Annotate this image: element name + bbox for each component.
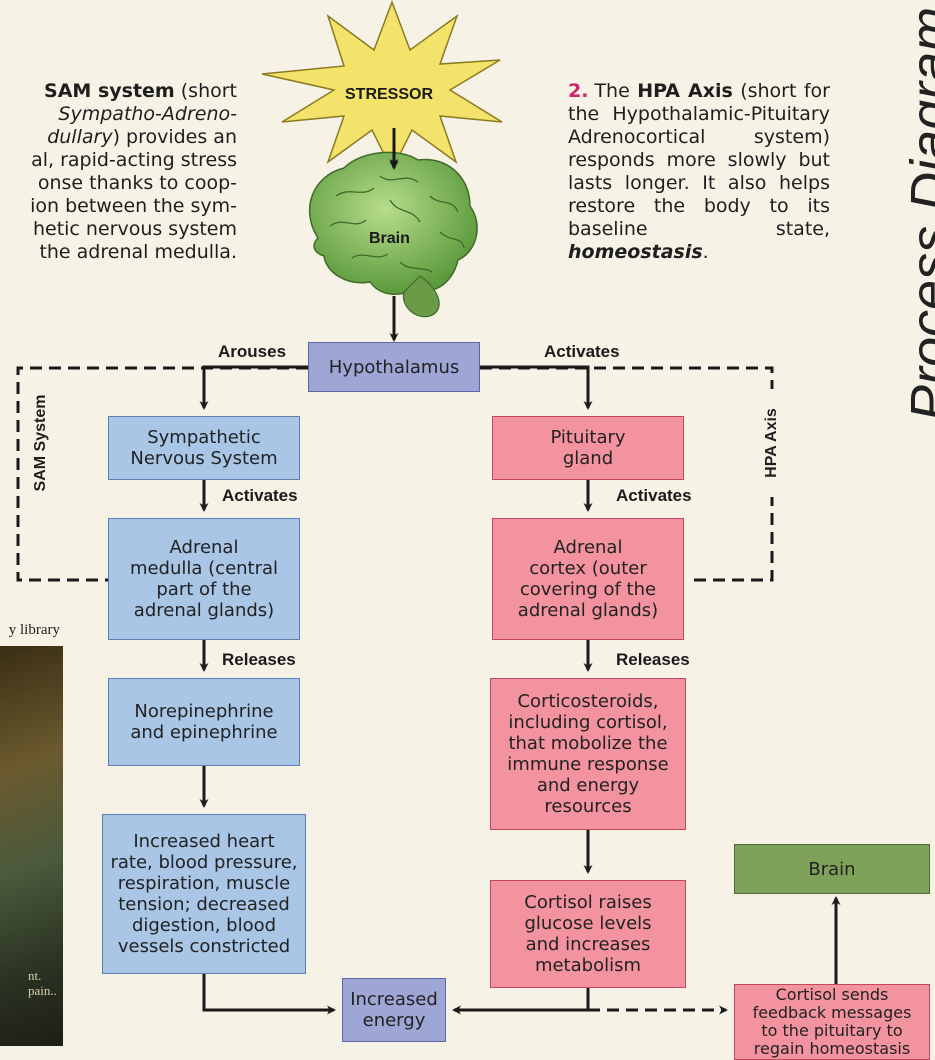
brain-box: Brain	[734, 844, 930, 894]
sam-text-a: (short	[174, 80, 237, 102]
sam-outline	[16, 366, 308, 582]
adrenal-cortex-box: Adrenal cortex (outer covering of the ad…	[492, 518, 684, 640]
norepinephrine-box: Norepinephrine and epinephrine	[108, 678, 300, 766]
photo-caption-fragment: nt. pain..	[28, 968, 57, 998]
image-credit-text: y library	[8, 622, 60, 638]
hpa-axis-label: HPA Axis	[763, 389, 781, 497]
process-diagram-title: Process Diagram	[900, 6, 935, 421]
hpa-text-b: (short for the Hypothalamic-Pituitary Ad…	[568, 80, 830, 240]
image-credit: y library	[0, 622, 60, 639]
sam-intro-paragraph: SAM system (short Sympatho-Adreno- dulla…	[0, 80, 237, 264]
releases-right-label: Releases	[616, 650, 690, 669]
arrow-cortisol-energy	[452, 988, 590, 1015]
cortisol-raises-box: Cortisol raises glucose levels and incre…	[490, 880, 686, 988]
cortisol-feedback-box: Cortisol sends feedback messages to the …	[734, 984, 930, 1060]
pituitary-gland-box: Pituitary gland	[492, 416, 684, 480]
releases-left-label: Releases	[222, 650, 296, 669]
hpa-text-a: The	[594, 80, 638, 102]
hypothalamus-box: Hypothalamus	[308, 342, 480, 392]
increased-heart-rate-box: Increased heart rate, blood pressure, re…	[102, 814, 306, 974]
sam-italic: Sympatho-Adreno- dullary	[47, 103, 237, 148]
sympathetic-nervous-system-box: Sympathetic Nervous System	[108, 416, 300, 480]
arouses-label: Arouses	[218, 342, 287, 361]
hpa-term: HPA Axis	[637, 80, 733, 102]
brain-illustration-label: Brain	[369, 230, 410, 247]
arrow-hypothalamus-pituitary	[480, 365, 593, 410]
hpa-intro-paragraph: 2.The HPA Axis (short for the Hypothalam…	[568, 80, 830, 264]
activates-left-label: Activates	[222, 486, 298, 505]
homeostasis-term: homeostasis	[568, 241, 703, 263]
activates-right-label: Activates	[616, 486, 692, 505]
brain-illustration	[309, 151, 478, 318]
arrow-heart-energy	[202, 974, 336, 1015]
activates-top-label: Activates	[544, 342, 620, 361]
sam-term: SAM system	[44, 80, 175, 102]
increased-energy-box: Increased energy	[342, 978, 446, 1042]
hpa-number: 2.	[568, 80, 589, 102]
adrenal-medulla-box: Adrenal medulla (central part of the adr…	[108, 518, 300, 640]
hpa-text-end: .	[702, 241, 709, 263]
arrow-hypothalamus-sympathetic	[199, 365, 308, 410]
side-photo	[0, 646, 63, 1046]
sam-text-b: ) provides an al, rapid-acting stress on…	[30, 126, 237, 263]
stressor-label: STRESSOR	[345, 86, 434, 103]
sam-system-label: SAM System	[32, 384, 50, 502]
corticosteroids-box: Corticosteroids, including cortisol, tha…	[490, 678, 686, 830]
